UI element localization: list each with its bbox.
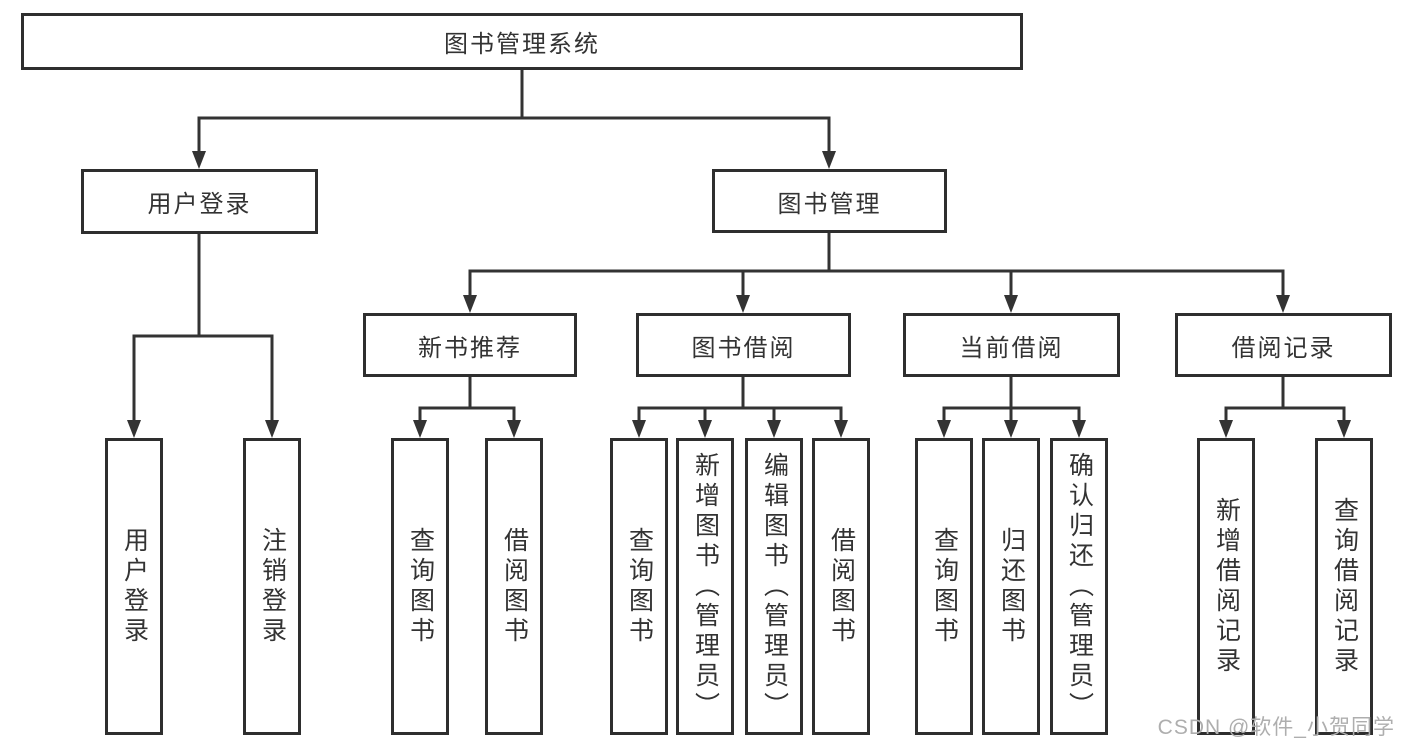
node-current-borrow: 当前借阅 [903,313,1120,377]
node-book-borrow: 图书借阅 [636,313,851,377]
node-borrow-records-label: 借阅记录 [1231,334,1336,362]
connector-root-to-level2 [197,70,831,154]
node-current-borrow-label: 当前借阅 [959,334,1064,362]
node-book-management: 图书管理 [712,169,947,233]
arrowheads-bookborrow-leaves [632,420,848,438]
leaf-borrow-books-recommend-label: 借阅图书 [500,526,529,647]
leaf-return-books-label: 归还图书 [997,526,1026,647]
node-new-book-recommend: 新书推荐 [363,313,577,377]
leaf-borrow-books: 借阅图书 [812,438,870,735]
leaf-query-books-current: 查询图书 [915,438,973,735]
leaf-query-books-borrow-label: 查询图书 [625,526,654,647]
leaf-borrow-books-recommend: 借阅图书 [485,438,543,735]
node-user-login-label: 用户登录 [147,191,252,218]
arrowheads-userlogin-leaves [127,420,279,438]
arrowheads-newbook-leaves [413,420,521,438]
leaf-return-books: 归还图书 [982,438,1040,735]
leaf-add-books-admin: 新增图书（管理员） [676,438,734,735]
leaf-query-books-borrow: 查询图书 [610,438,668,735]
connector-currentborrow-to-leaves [942,377,1081,422]
leaf-edit-books-admin-label: 编辑图书（管理员） [760,451,789,722]
arrowheads-currentborrow-leaves [937,420,1086,438]
leaf-confirm-return-admin-label: 确认归还（管理员） [1065,451,1094,722]
csdn-watermark: CSDN @软件_小贺同学 [1157,716,1395,739]
leaf-add-borrow-record-label: 新增借阅记录 [1212,496,1241,677]
leaf-confirm-return-admin: 确认归还（管理员） [1050,438,1108,735]
node-new-book-recommend-label: 新书推荐 [418,334,522,362]
node-root: 图书管理系统 [21,13,1023,70]
leaf-logout: 注销登录 [243,438,301,735]
leaf-query-books-current-label: 查询图书 [930,526,959,647]
leaf-query-borrow-record: 查询借阅记录 [1315,438,1373,735]
leaf-add-books-admin-label: 新增图书（管理员） [691,451,720,722]
connector-bookborrow-to-leaves [637,377,843,422]
connector-bookmgmt-to-level3 [468,233,1285,297]
leaf-query-borrow-record-label: 查询借阅记录 [1330,496,1359,677]
leaf-edit-books-admin: 编辑图书（管理员） [745,438,803,735]
arrowheads-records-leaves [1219,420,1351,438]
node-borrow-records: 借阅记录 [1175,313,1392,377]
connector-newbook-to-leaves [418,377,516,422]
node-user-login: 用户登录 [81,169,318,234]
leaf-logout-label: 注销登录 [258,526,287,647]
node-book-borrow-label: 图书借阅 [691,334,796,362]
connector-records-to-leaves [1224,377,1346,422]
leaf-add-borrow-record: 新增借阅记录 [1197,438,1255,735]
arrowheads-level3 [463,295,1290,313]
leaf-user-login-label: 用户登录 [120,526,149,647]
leaf-query-books-recommend-label: 查询图书 [406,526,435,647]
arrowheads-level2 [192,151,836,169]
leaf-borrow-books-label: 借阅图书 [827,526,856,647]
node-root-label: 图书管理系统 [444,31,600,58]
leaf-query-books-recommend: 查询图书 [391,438,449,735]
connector-userlogin-to-leaves [132,234,274,422]
leaf-user-login: 用户登录 [105,438,163,735]
node-book-management-label: 图书管理 [777,190,882,218]
